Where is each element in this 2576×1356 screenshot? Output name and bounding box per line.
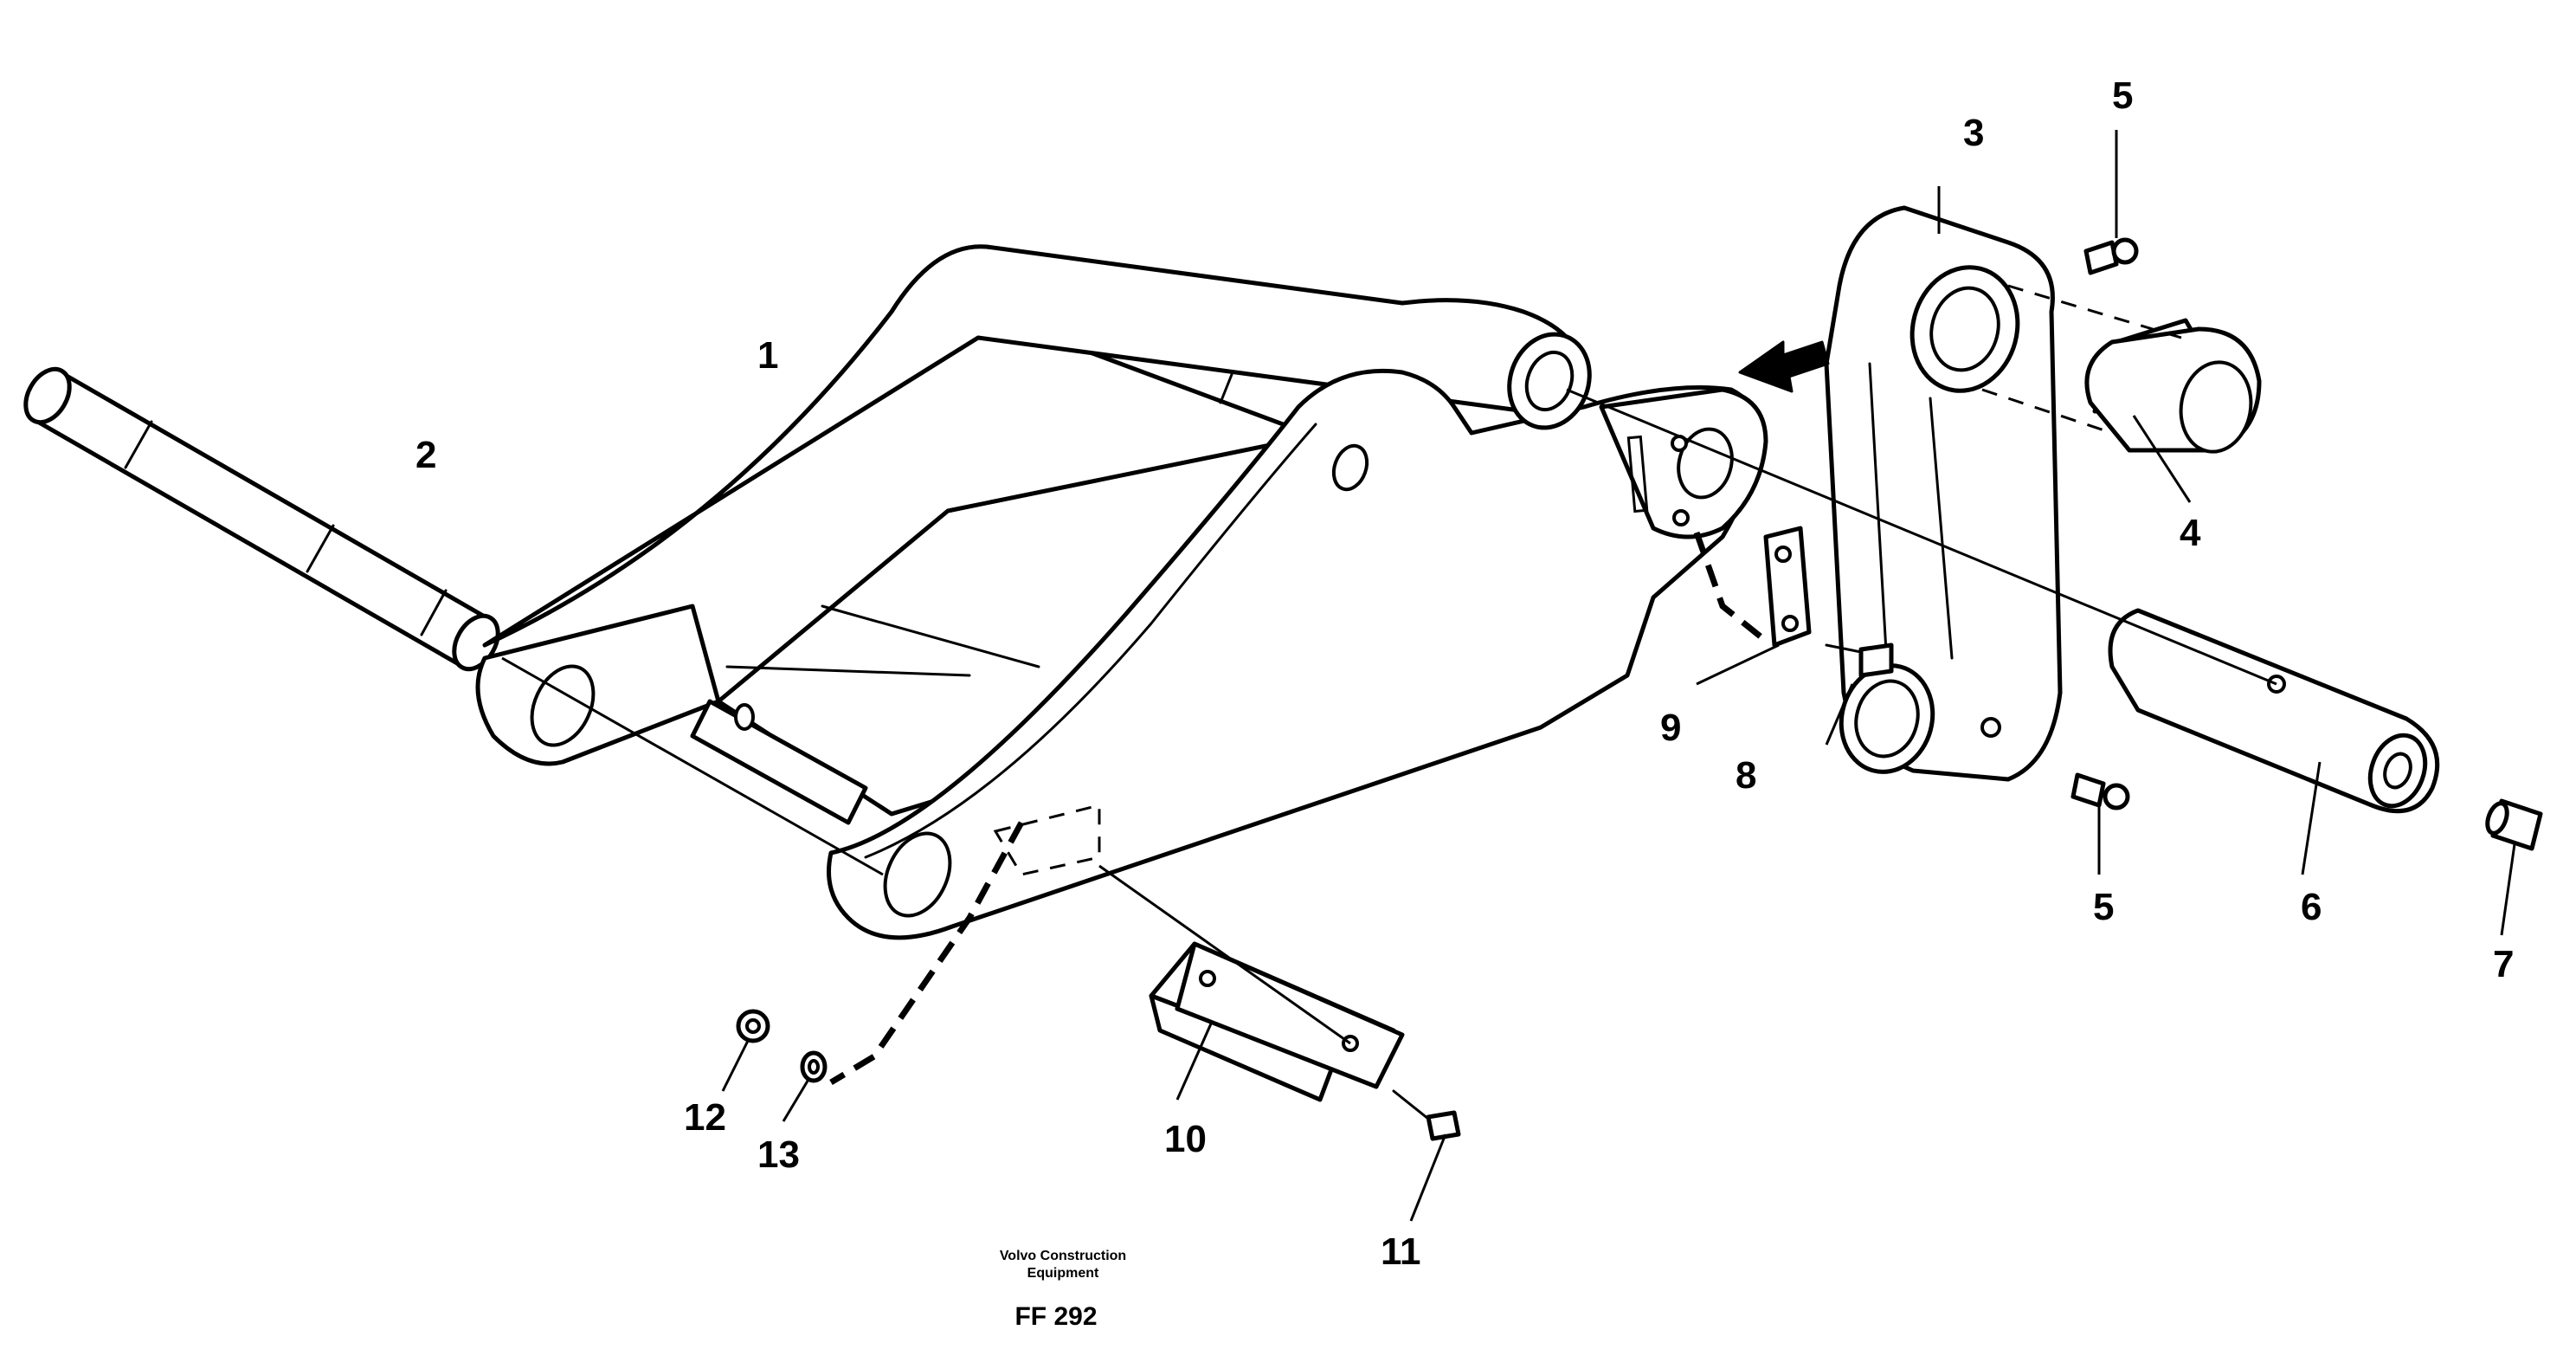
arrow-icon: [1738, 340, 1830, 393]
callout-10: 10: [1164, 1118, 1207, 1160]
callout-5-bottom: 5: [2093, 886, 2114, 928]
part-5-nipple-bottom: [2070, 772, 2130, 875]
part-2-pin: [23, 366, 500, 672]
callout-4: 4: [2180, 512, 2201, 554]
part-4-bushing: [1981, 284, 2262, 503]
part-1-frame: [475, 244, 1768, 1086]
callout-3: 3: [1963, 112, 1984, 154]
part-11-bolt: [1392, 1089, 1461, 1222]
part-6-pin: [2108, 608, 2440, 875]
callout-11: 11: [1381, 1230, 1421, 1273]
callout-7: 7: [2493, 943, 2514, 985]
figure-code: FF 292: [1014, 1302, 1097, 1331]
part-10-plate: [1149, 941, 1405, 1102]
credit-line-1: Volvo Construction: [1000, 1249, 1126, 1263]
callout-9: 9: [1660, 707, 1681, 749]
part-8-bolt: [1825, 642, 1894, 746]
callout-8: 8: [1736, 754, 1756, 797]
callout-5-top: 5: [2112, 74, 2133, 117]
credit-line-2: Equipment: [1027, 1266, 1099, 1281]
callout-1: 1: [757, 334, 778, 377]
callout-2: 2: [415, 434, 436, 476]
callout-13: 13: [757, 1133, 800, 1176]
centre-lines: [1098, 388, 2277, 1045]
part-9-plate: [1693, 526, 1812, 686]
part-7-plug: [2485, 798, 2543, 936]
part-13-washer: [782, 1050, 828, 1122]
part-12-nut: [721, 1009, 770, 1092]
part-5-nipple-top: [2083, 130, 2139, 275]
callout-12: 12: [684, 1096, 726, 1139]
part-3-lever: [1824, 186, 2063, 782]
callout-6: 6: [2301, 886, 2322, 928]
